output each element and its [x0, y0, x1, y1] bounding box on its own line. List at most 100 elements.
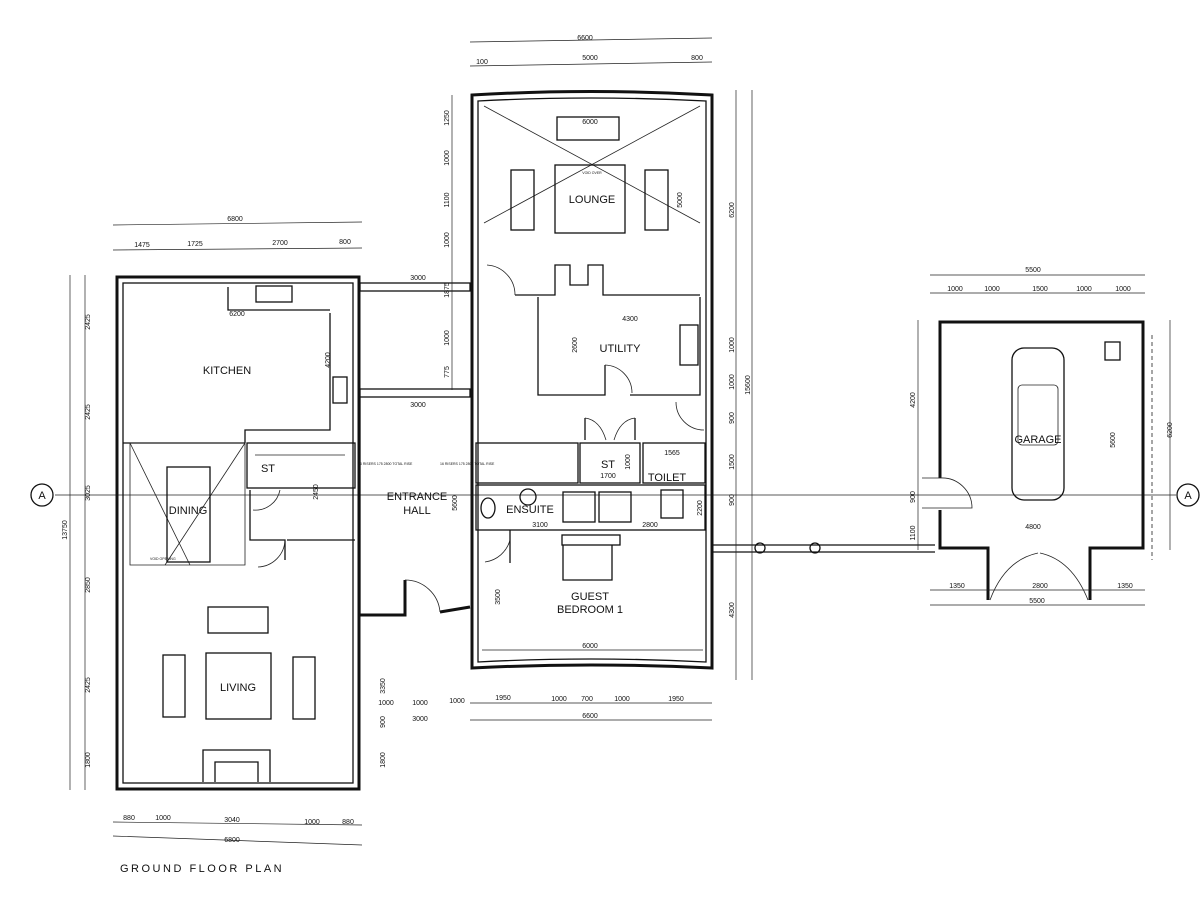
room-label-guest-1: GUEST: [571, 591, 609, 603]
dim-label: 1500: [729, 454, 736, 470]
dim-label: 6800: [224, 837, 240, 844]
entrance-hall-walls: [359, 282, 471, 617]
room-label-utility: UTILITY: [600, 343, 642, 355]
dim-label: 4300: [729, 602, 736, 618]
dim-label: 1250: [444, 110, 451, 126]
dim-label: 6000: [582, 119, 598, 126]
dim-label: 880: [123, 815, 135, 822]
room-label-toilet: TOILET: [648, 472, 687, 484]
room-label-entrance-1: ENTRANCE: [387, 491, 448, 503]
dim-label: 3000: [412, 716, 428, 723]
garage-walls: [922, 320, 1153, 601]
room-label-garage: GARAGE: [1014, 434, 1061, 446]
room-label-store-mid: ST: [601, 459, 615, 471]
dim-label: 2425: [85, 314, 92, 330]
dim-label: 900: [729, 494, 736, 506]
dim-label: 880: [342, 819, 354, 826]
room-label-store-left: ST: [261, 463, 275, 475]
section-marker-right: A: [1184, 490, 1192, 502]
dim-label: 2850: [85, 577, 92, 593]
room-label-dining: DINING: [169, 505, 208, 517]
dim-label: 800: [339, 239, 351, 246]
note-void-opening: VOID OPENING: [150, 557, 176, 561]
room-label-kitchen: KITCHEN: [203, 365, 251, 377]
dim-label: 1475: [134, 242, 150, 249]
dim-label: 2425: [85, 677, 92, 693]
dim-label: 3000: [410, 275, 426, 282]
dim-label: 2800: [642, 522, 658, 529]
dim-label: 3100: [532, 522, 548, 529]
dim-label: 5600: [1110, 432, 1117, 448]
dim-label: 3350: [380, 678, 387, 694]
dim-label: 5500: [1025, 267, 1041, 274]
dim-label: 6200: [729, 202, 736, 218]
dim-label: 6200: [229, 311, 245, 318]
dim-label: 2200: [697, 500, 704, 516]
dim-label: 1350: [949, 583, 965, 590]
room-label-entrance-2: HALL: [403, 505, 431, 517]
note-void-over: VOID OVER: [582, 171, 602, 175]
dim-label: 1000: [625, 454, 632, 470]
dim-label: 1950: [495, 695, 511, 702]
dim-label: 1000: [155, 815, 171, 822]
dim-label: 1800: [85, 752, 92, 768]
dim-label: 3025: [85, 485, 92, 501]
dim-label: 1000: [412, 700, 428, 707]
middle-wing-walls: [470, 90, 714, 670]
room-label-lounge: LOUNGE: [569, 194, 615, 206]
dim-label: 1000: [947, 286, 963, 293]
dim-label: 3500: [495, 589, 502, 605]
dim-label: 5000: [677, 192, 684, 208]
room-label-guest-2: BEDROOM 1: [557, 604, 623, 616]
dim-label: 5000: [582, 55, 598, 62]
dim-label: 2450: [313, 484, 320, 500]
room-label-living: LIVING: [220, 682, 256, 694]
dim-label: 900: [380, 716, 387, 728]
dim-label: 13750: [62, 520, 69, 540]
dim-label: 1000: [378, 700, 394, 707]
dim-label: 900: [910, 491, 917, 503]
note-stair-left: 16 RISERS 175 2800 TOTAL RISE: [358, 462, 413, 466]
room-label-ensuite: ENSUITE: [506, 504, 554, 516]
dim-label: 1000: [449, 698, 465, 705]
dim-label: 2600: [572, 337, 579, 353]
dim-label: 1350: [1117, 583, 1133, 590]
dim-label: 6600: [582, 713, 598, 720]
dim-label: 1000: [444, 150, 451, 166]
dim-label: 1100: [444, 192, 451, 207]
dim-label: 6600: [577, 35, 593, 42]
section-line: [30, 483, 1200, 507]
dim-label: 1000: [984, 286, 1000, 293]
dim-label: 800: [691, 55, 703, 62]
left-wing-walls: [115, 275, 361, 791]
dim-label: 15600: [745, 375, 752, 395]
dim-label: 3040: [224, 817, 240, 824]
garage-link-path: [712, 542, 935, 554]
dim-label: 2425: [85, 404, 92, 420]
dim-label: 900: [729, 412, 736, 424]
dim-label: 5500: [1029, 598, 1045, 605]
dim-label: 1000: [444, 232, 451, 248]
dim-label: 6800: [227, 216, 243, 223]
dim-label: 1000: [304, 819, 320, 826]
dim-label: 6000: [582, 643, 598, 650]
dim-label: 700: [581, 696, 593, 703]
dim-label: 1565: [664, 450, 680, 457]
dim-label: 1700: [600, 473, 616, 480]
dim-label: 775: [444, 366, 451, 378]
dim-label: 1875: [444, 282, 451, 298]
plan-title: GROUND FLOOR PLAN: [120, 863, 284, 875]
dim-label: 1000: [444, 330, 451, 346]
dim-label: 1000: [729, 374, 736, 390]
dim-label: 3000: [410, 402, 426, 409]
dim-label: 4200: [325, 352, 332, 368]
dim-label: 1000: [1115, 286, 1131, 293]
dim-label: 5600: [452, 495, 459, 511]
dim-label: 1100: [910, 525, 917, 540]
dimension-lines: [69, 37, 1171, 846]
section-marker-left: A: [38, 490, 46, 502]
dim-label: 1000: [551, 696, 567, 703]
dim-label: 1950: [668, 696, 684, 703]
dim-label: 1000: [614, 696, 630, 703]
